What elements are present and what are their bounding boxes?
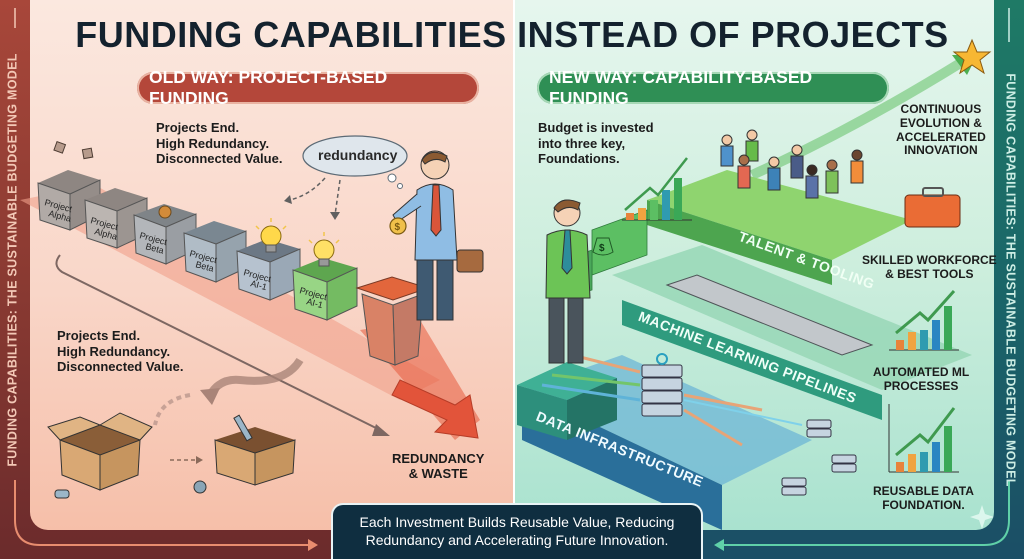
new-way-intro-note: Budget is invested into three key, Found… bbox=[538, 120, 654, 167]
server-icon bbox=[641, 353, 683, 417]
left-frame-arrow bbox=[14, 8, 318, 551]
growth-chart-icon bbox=[888, 404, 959, 473]
toolbox-icon bbox=[904, 187, 961, 228]
lightbulb-icon bbox=[255, 218, 287, 253]
talent-caption: SKILLED WORKFORCE & BEST TOOLS bbox=[862, 253, 997, 281]
right-frame-arrow bbox=[714, 8, 1010, 551]
old-way-heading: OLD WAY: PROJECT-BASED FUNDING bbox=[137, 67, 479, 108]
bin-project-alpha-2: Project Alpha bbox=[84, 188, 148, 249]
svg-text:$: $ bbox=[395, 222, 401, 233]
redundancy-arrows bbox=[284, 177, 341, 220]
open-box-empty bbox=[47, 412, 153, 491]
person-investing bbox=[545, 199, 591, 364]
svg-text:$: $ bbox=[599, 243, 605, 254]
coin-icon: $ bbox=[389, 217, 407, 235]
lightbulb-icon bbox=[308, 232, 340, 267]
thought-bubble-text: redundancy bbox=[318, 147, 398, 163]
server-icon bbox=[781, 477, 807, 496]
star-icon bbox=[952, 38, 992, 75]
bin-project-beta-1: Project Beta bbox=[133, 204, 197, 265]
main-title: FUNDING CAPABILITIES INSTEAD OF PROJECTS bbox=[75, 14, 949, 55]
server-icon bbox=[831, 454, 857, 473]
svg-text:AI-1: AI-1 bbox=[305, 296, 324, 310]
growth-chart-icon bbox=[889, 289, 959, 351]
project-bins: Project Alpha Project Alpha Project Beta… bbox=[37, 140, 430, 366]
money-bag-icon: $ bbox=[592, 237, 614, 256]
bin-project-beta-2: Project Beta bbox=[183, 221, 247, 283]
svg-text:Beta: Beta bbox=[144, 241, 164, 255]
data-caption: REUSABLE DATA FOUNDATION. bbox=[873, 484, 974, 512]
waste-bin bbox=[355, 276, 430, 366]
bin-project-ai1-2: Project AI-1 bbox=[292, 258, 358, 321]
ml-caption: AUTOMATED ML PROCESSES bbox=[873, 365, 970, 393]
capability-stairs bbox=[517, 38, 992, 530]
svg-text:AI-1: AI-1 bbox=[249, 278, 268, 292]
server-icon bbox=[806, 419, 832, 438]
growth-chart-icon bbox=[622, 157, 692, 221]
continuous-evolution-caption: CONTINUOUS EVOLUTION & ACCELERATED INNOV… bbox=[896, 102, 986, 158]
new-way-heading: NEW WAY: CAPABILITY-BASED FUNDING bbox=[537, 67, 889, 108]
old-way-bottom-note: Projects End. High Redundancy. Disconnec… bbox=[57, 328, 184, 375]
person-discarding-coin bbox=[392, 150, 484, 321]
svg-text:Beta: Beta bbox=[194, 259, 214, 273]
old-way-top-note: Projects End. High Redundancy. Disconnec… bbox=[156, 120, 283, 167]
open-box-scraps bbox=[214, 414, 296, 486]
sparkle-icon bbox=[970, 505, 994, 529]
thought-bubble bbox=[302, 135, 408, 189]
bottom-banner: Each Investment Builds Reusable Value, R… bbox=[331, 503, 703, 559]
redundancy-waste-caption: REDUNDANCY & WASTE bbox=[392, 451, 485, 481]
team-people bbox=[720, 129, 864, 199]
scattered-boxes bbox=[47, 412, 296, 499]
